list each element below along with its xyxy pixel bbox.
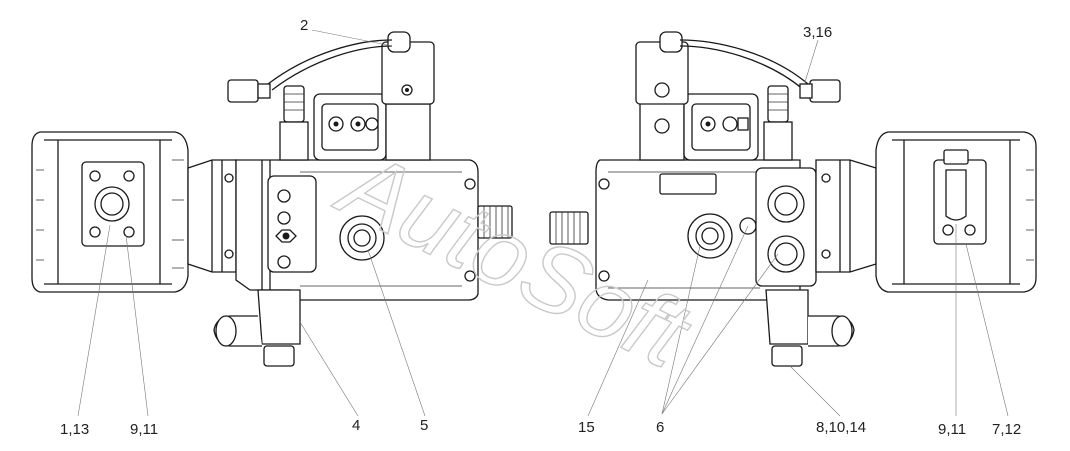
right-pump-assembly [549,31,1037,367]
left-pump-assembly [31,31,513,367]
left-control-block [313,93,431,161]
right-control-block [639,93,759,161]
left-relief-valve [279,85,309,161]
left-elbow-fitting [213,289,301,367]
callout-9-11-left: 9,11 [130,421,158,438]
callout-labels: 1,13 9,11 2 4 5 15 6 3,16 8,10,14 9,11 7… [60,17,1021,438]
left-solenoid [227,31,435,105]
left-main-body [235,159,479,301]
right-port-manifold [755,167,817,287]
right-relief-valve [763,85,793,161]
left-adapter [187,159,237,273]
callout-3-16: 3,16 [803,24,832,41]
callout-6: 6 [656,419,664,436]
callout-2: 2 [300,17,308,34]
callout-4: 4 [352,417,360,434]
callout-1-13: 1,13 [60,421,89,438]
right-shaft [549,211,589,245]
left-shaft [477,205,513,239]
left-adjust-screw [275,229,297,243]
right-adapter [815,159,877,273]
right-solenoid [635,31,841,105]
leader-lines [77,29,1009,417]
right-elbow-fitting [765,289,855,367]
callout-7-12: 7,12 [992,421,1021,438]
callout-15: 15 [578,419,595,436]
left-gear-pump [31,131,189,293]
callout-5: 5 [420,417,428,434]
callout-9-11-right: 9,11 [938,421,966,438]
callout-8-10-14: 8,10,14 [816,419,866,436]
right-gear-pump [875,131,1037,293]
right-main-body [595,159,801,301]
